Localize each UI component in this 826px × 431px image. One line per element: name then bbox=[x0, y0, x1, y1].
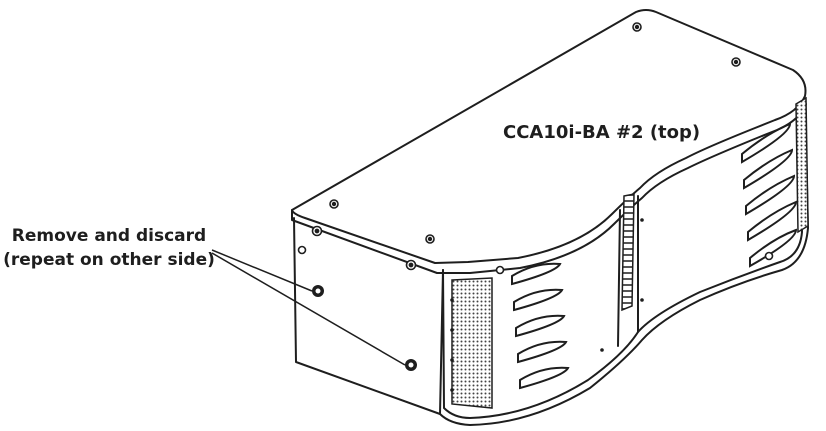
callout-remove-discard: Remove and discard (repeat on other side… bbox=[0, 224, 218, 272]
cabinet-top-panel bbox=[291, 9, 807, 264]
cabinet-side-panel bbox=[293, 217, 444, 415]
cabinet-label: CCA10i-BA #2 (top) bbox=[503, 122, 701, 143]
removable-fasteners bbox=[312, 285, 417, 371]
callout-line-2: (repeat on other side) bbox=[3, 250, 215, 270]
center-rail bbox=[621, 193, 635, 312]
side-screws bbox=[297, 225, 417, 271]
vent-slots-left bbox=[511, 262, 570, 390]
callout-leader-lines bbox=[211, 249, 406, 366]
cabinet-bottom-edge bbox=[439, 227, 809, 426]
edge-rivets bbox=[450, 218, 644, 392]
top-screws bbox=[329, 22, 774, 275]
rear-grille bbox=[795, 96, 809, 234]
vent-slots-right bbox=[741, 122, 798, 268]
callout-line-1: Remove and discard bbox=[11, 226, 207, 246]
side-grille bbox=[451, 277, 493, 409]
